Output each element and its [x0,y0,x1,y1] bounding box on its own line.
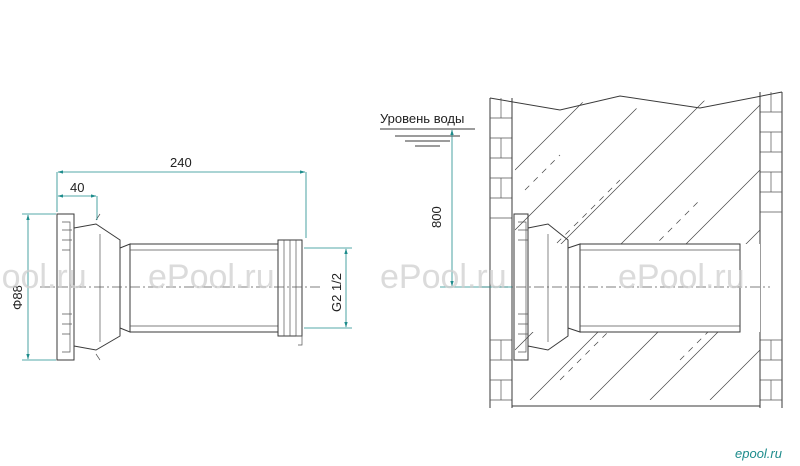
watermarks: ePool.ru ePool.ru ePool.ru ePool.ru [0,258,745,296]
dimension-800-label: 800 [429,206,444,228]
watermark-4: ePool.ru [618,258,745,296]
brand-logo: epool.ru [735,446,782,461]
dimension-thread-label: G2 1/2 [329,273,344,312]
fitting-installed-view [480,213,770,361]
dimension-240: 240 [56,155,307,238]
dimension-40: 40 [57,180,98,220]
water-level-label: Уровень воды [380,111,464,126]
watermark-2: ePool.ru [148,258,275,296]
dimension-diameter: Φ88 [10,213,56,361]
dimension-diameter-label: Φ88 [10,285,25,310]
dimension-thread: G2 1/2 [304,247,352,329]
dimension-800: 800 [429,129,512,288]
water-level-marker: Уровень воды [380,111,475,147]
fitting-side-view [40,213,320,361]
dimension-240-label: 240 [170,155,192,170]
dimension-40-label: 40 [70,180,84,195]
watermark-1: ePool.ru [0,258,87,296]
watermark-3: ePool.ru [380,258,507,296]
